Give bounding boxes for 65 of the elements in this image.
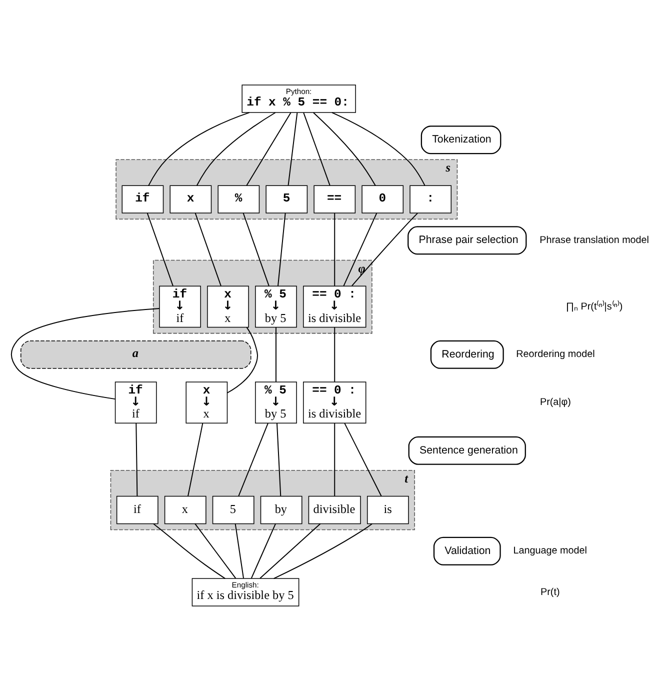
- node-box: Python: if x % 5 == 0:: [242, 84, 356, 113]
- node-box: if ↓ if: [114, 382, 157, 424]
- label: Pr(t): [540, 586, 560, 598]
- node-box: x: [164, 496, 206, 524]
- node-box: %: [218, 185, 260, 214]
- label: Language model: [513, 546, 587, 557]
- connector: [194, 523, 236, 579]
- connector: [146, 212, 174, 286]
- connector: [246, 112, 292, 186]
- label: Phrase translation model: [540, 234, 650, 246]
- connector: [260, 523, 321, 579]
- node-box: if: [122, 185, 164, 214]
- connector: [334, 326, 336, 382]
- node-box: % 5 ↓ by 5: [255, 286, 297, 328]
- connector: [312, 112, 376, 186]
- connector: [288, 112, 298, 186]
- node-box: is: [366, 496, 409, 524]
- connector: [303, 112, 330, 186]
- connector: [343, 212, 378, 286]
- node-box: x ↓ x: [207, 286, 249, 328]
- node-box: 0: [362, 185, 404, 214]
- node-box: ==: [314, 185, 356, 214]
- connector: [334, 422, 336, 497]
- connector: [188, 422, 204, 497]
- node-box: if: [116, 496, 158, 524]
- connector: [136, 422, 138, 497]
- connector: [278, 212, 286, 286]
- node-box: Reordering: [430, 340, 504, 369]
- node-box: x ↓ x: [186, 382, 228, 424]
- connector: [238, 422, 268, 497]
- node-box: :: [410, 185, 452, 214]
- connector: [226, 326, 258, 394]
- node-box: 5: [212, 496, 254, 524]
- label: ∏ₙ Pr(t⁽ⁿ⁾|s⁽ⁿ⁾): [566, 301, 623, 312]
- node-box: by: [260, 496, 302, 524]
- connector: [344, 422, 382, 497]
- node-box: == 0 : ↓ is divisible: [303, 286, 366, 328]
- label: Reordering model: [516, 349, 595, 360]
- node-box: x: [170, 185, 212, 214]
- connector: [148, 112, 250, 186]
- node-box: English: if x is divisible by 5: [192, 578, 300, 606]
- node-box: if ↓ if: [159, 286, 201, 328]
- connector: [250, 523, 276, 579]
- connector: [196, 112, 276, 186]
- connector: [275, 326, 276, 382]
- node-box: divisible: [308, 496, 361, 524]
- connector: [334, 212, 336, 286]
- node-box: a: [20, 340, 252, 369]
- connector: [10, 308, 160, 400]
- node-box: Sentence generation: [408, 436, 526, 465]
- connector: [351, 212, 418, 286]
- connector: [273, 523, 372, 580]
- connector: [153, 523, 226, 580]
- connector: [331, 112, 426, 186]
- label: Pr(a|φ): [540, 397, 571, 408]
- node-box: Validation: [433, 536, 501, 566]
- connector: [242, 212, 270, 286]
- connector: [276, 422, 282, 497]
- node-box: 5: [266, 185, 308, 214]
- node-box: == 0 : ↓ is divisible: [303, 382, 366, 424]
- connector: [194, 212, 222, 286]
- connector: [234, 523, 244, 579]
- node-box: Phrase pair selection: [408, 226, 527, 255]
- node-box: % 5 ↓ by 5: [255, 382, 297, 424]
- node-box: Tokenization: [420, 126, 502, 154]
